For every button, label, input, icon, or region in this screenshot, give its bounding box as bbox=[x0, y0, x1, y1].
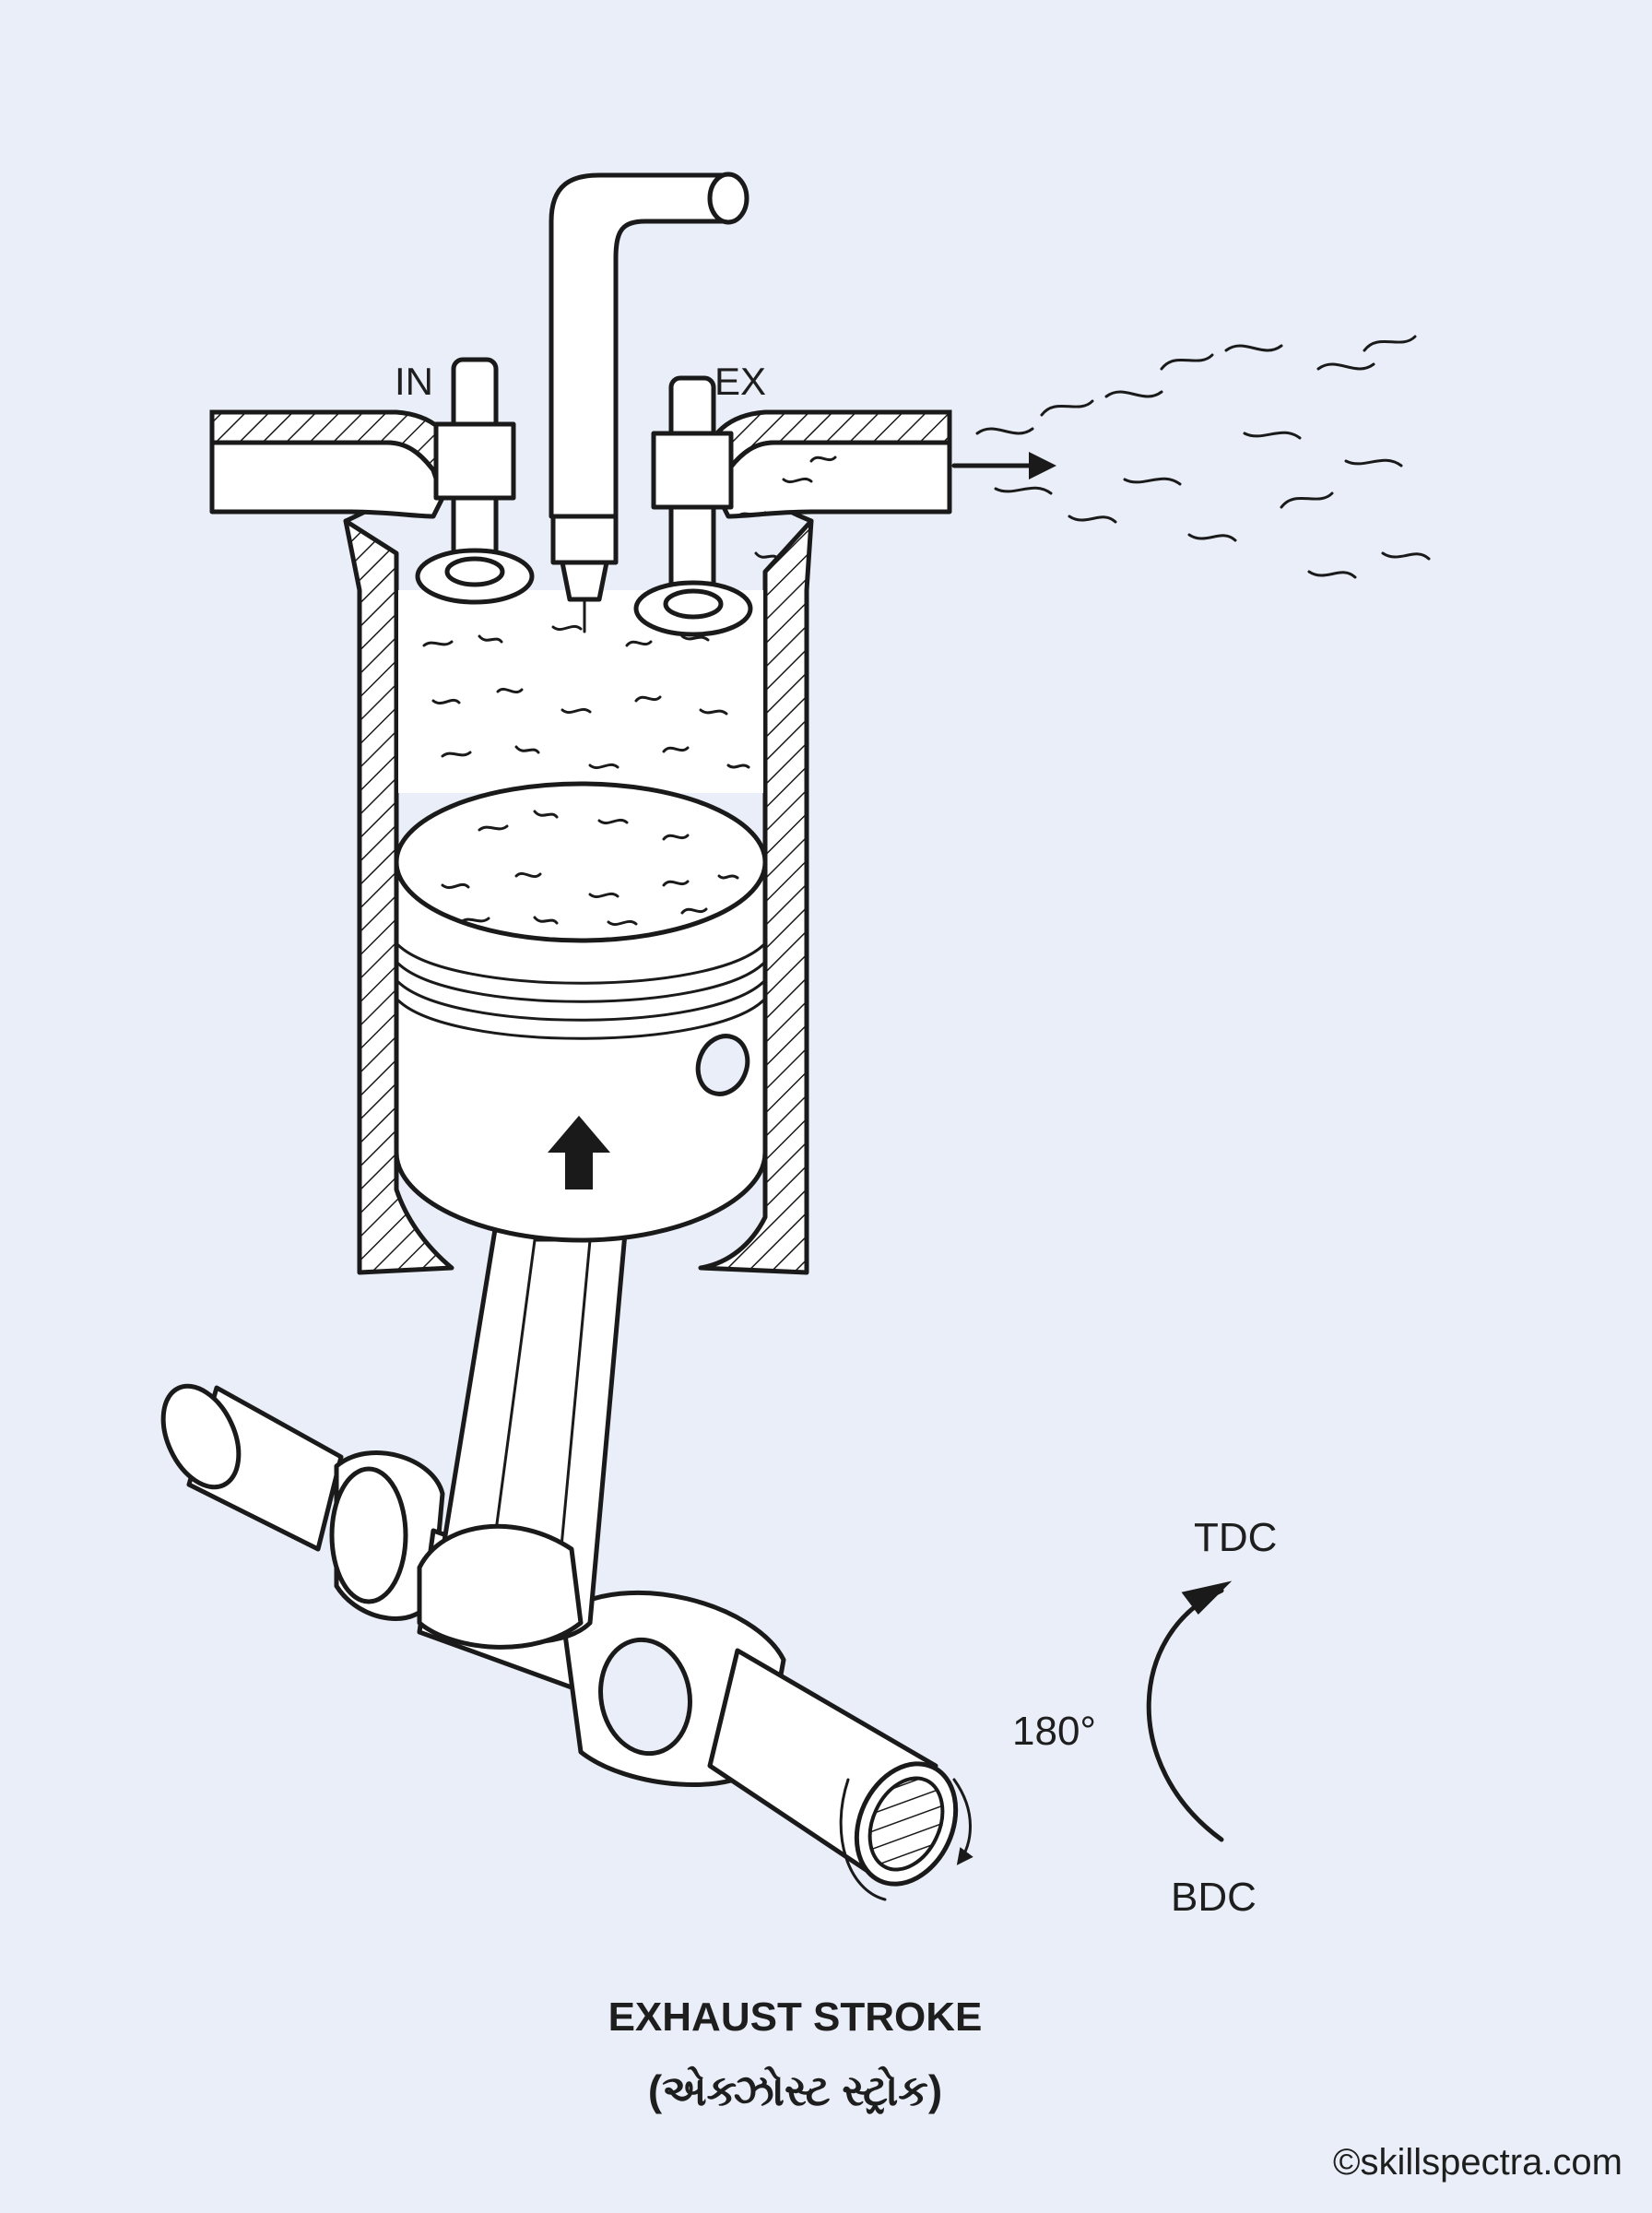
title-gujarati: (એક્ઝોસ્ટ સ્ટ્રોક) bbox=[0, 2065, 1590, 2117]
tdc-label: TDC bbox=[1194, 1515, 1277, 1561]
exhaust-valve bbox=[636, 378, 750, 634]
bdc-label: BDC bbox=[1171, 1875, 1257, 1921]
connecting-rod bbox=[419, 1213, 627, 1647]
exhaust-label: EX bbox=[714, 360, 766, 404]
exhaust-gas-plume bbox=[954, 337, 1429, 577]
copyright-text: ©skillspectra.com bbox=[1333, 2142, 1622, 2183]
angle-label: 180° bbox=[1012, 1709, 1096, 1755]
intake-label: IN bbox=[395, 360, 433, 404]
exhaust-port bbox=[701, 412, 950, 516]
title-english: EXHAUST STROKE bbox=[0, 1994, 1590, 2041]
intake-port bbox=[212, 412, 461, 516]
intake-valve bbox=[418, 360, 532, 602]
rotation-indicator bbox=[1149, 1584, 1226, 1840]
piston bbox=[396, 784, 765, 1240]
